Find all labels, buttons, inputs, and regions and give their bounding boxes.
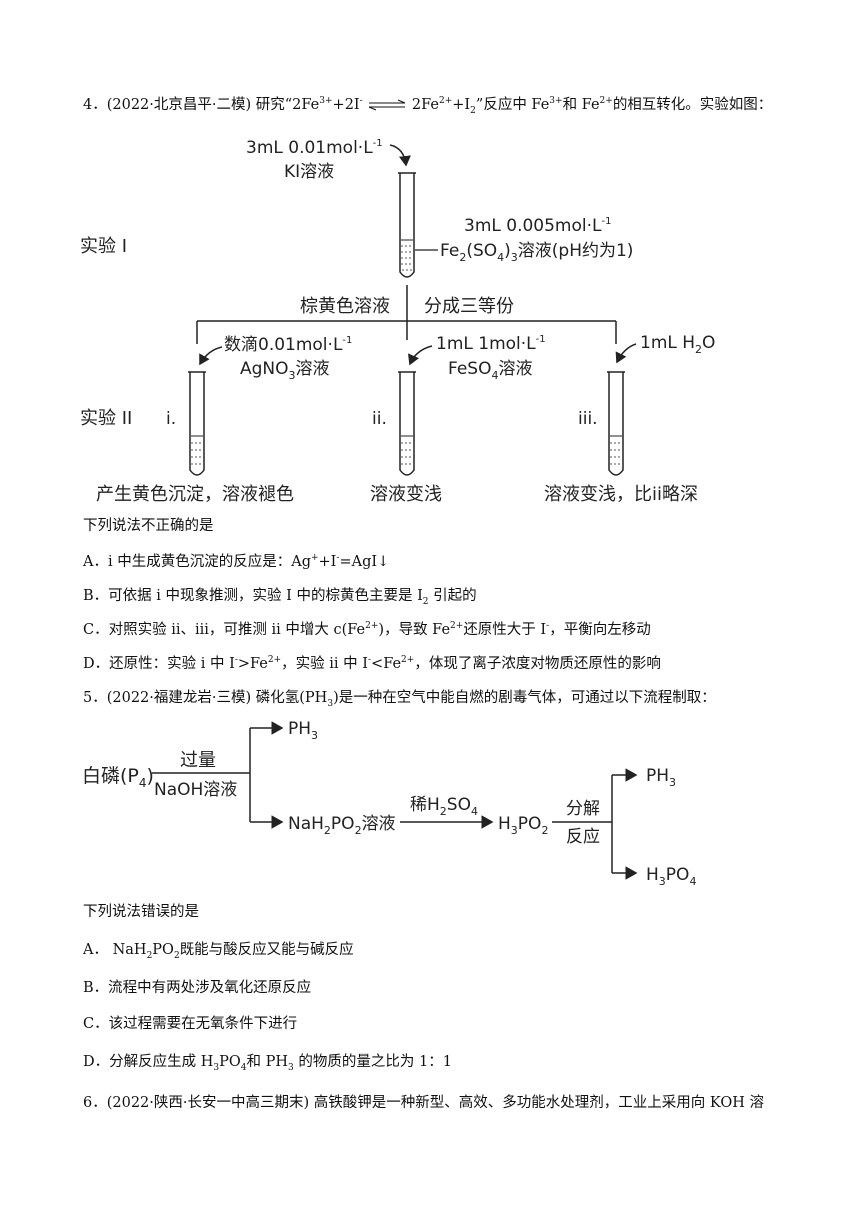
ph3-right-label: PH3 [646,766,676,789]
ph3-top-label: PH3 [288,719,318,742]
ki-arrow-icon [389,144,411,167]
fe-label-line1: 3mL 0.005mol·L-1 [464,216,611,236]
excess-label: 过量 [180,750,216,771]
phosphine-flowchart: 白磷(P4) 过量 NaOH溶液 PH3 NaH2PO2溶液 稀H2SO4 H3… [82,719,696,888]
white-phosphorus-label: 白磷(P4) [82,765,154,790]
equilibrium-arrow-icon [369,99,406,111]
q4-option-c[interactable]: C．对照实验 ii、iii，可推测 ii 中增大 c(Fe2+)，导致 Fe2+… [83,621,651,638]
experiment-diagram: 3mL 0.01mol·L-1 KI溶液 实验 I 3mL 0.005mol·L… [80,138,715,505]
reaction-label: 反应 [566,827,600,847]
tube-iii-label: iii. [578,409,598,429]
exp1-label: 实验 I [80,236,127,257]
nah2po2-label: NaH2PO2溶液 [288,814,396,837]
fe-label-line2: Fe2(SO4)3溶液(pH约为1) [440,241,633,264]
q5-option-d[interactable]: D．分解反应生成 H3PO4和 PH3 的物质的量之比为 1：1 [83,1054,452,1073]
dilute-h2so4-label: 稀H2SO4 [410,795,478,818]
agno3-label-line1: 数滴0.01mol·L-1 [224,335,352,355]
water-arrow-icon [615,343,637,364]
decompose-label: 分解 [566,799,600,819]
test-tube-ii [398,371,416,476]
test-tube-i [188,371,206,476]
result-i: 产生黄色沉淀，溶液褪色 [96,484,294,505]
main-test-tube [398,172,416,278]
q5-option-a[interactable]: A． NaH2PO2既能与酸反应又能与碱反应 [83,942,354,961]
feso4-label-line1: 1mL 1mol·L-1 [436,334,546,354]
q4-stem: 4．(2022·北京昌平·二模) 研究“2Fe3++2I- 2Fe2++I2”反… [83,96,773,116]
q4-option-b[interactable]: B．可依据 i 中现象推测，实验 I 中的棕黄色主要是 I2 引起的 [83,588,477,607]
tube-ii-label: ii. [372,409,387,429]
water-label: 1mL H2O [640,333,715,356]
q5-option-c[interactable]: C．该过程需要在无氧条件下进行 [83,1016,298,1032]
h3po4-label: H3PO4 [646,865,696,888]
agno3-arrow-icon [199,346,223,366]
exp2-label: 实验 II [80,408,132,429]
test-tube-iii [607,371,625,476]
q6-stem: 6．(2022·陕西·长安一中高三期末) 高铁酸钾是一种新型、高效、多功能水处理… [83,1095,764,1111]
result-ii: 溶液变浅 [370,484,442,505]
q4-option-d[interactable]: D．还原性：实验 i 中 I->Fe2+，实验 ii 中 I-<Fe2+，体现了… [83,655,661,672]
feso4-arrow-icon [408,345,433,366]
q5-option-b[interactable]: B．流程中有两处涉及氧化还原反应 [83,980,312,996]
q4-question: 下列说法不正确的是 [83,518,214,534]
ki-label-line2: KI溶液 [284,162,334,182]
feso4-label-line2: FeSO4溶液 [448,359,532,382]
q4-option-a[interactable]: A．i 中生成黄色沉淀的反应是：Ag++I-=AgI↓ [83,553,390,570]
naoh-label: NaOH溶液 [154,780,237,800]
brown-solution-label: 棕黄色溶液 [300,296,390,317]
result-iii: 溶液变浅，比ii略深 [544,484,698,505]
tube-i-label: i. [166,409,176,429]
ki-label-line1: 3mL 0.01mol·L-1 [246,138,383,158]
q5-question: 下列说法错误的是 [83,904,199,920]
h3po2-label: H3PO2 [498,814,548,837]
q5-stem: 5．(2022·福建龙岩·三模) 磷化氢(PH3)是一种在空气中能自燃的剧毒气体… [83,690,716,709]
split-label: 分成三等份 [424,296,514,317]
agno3-label-line2: AgNO3溶液 [240,359,330,382]
